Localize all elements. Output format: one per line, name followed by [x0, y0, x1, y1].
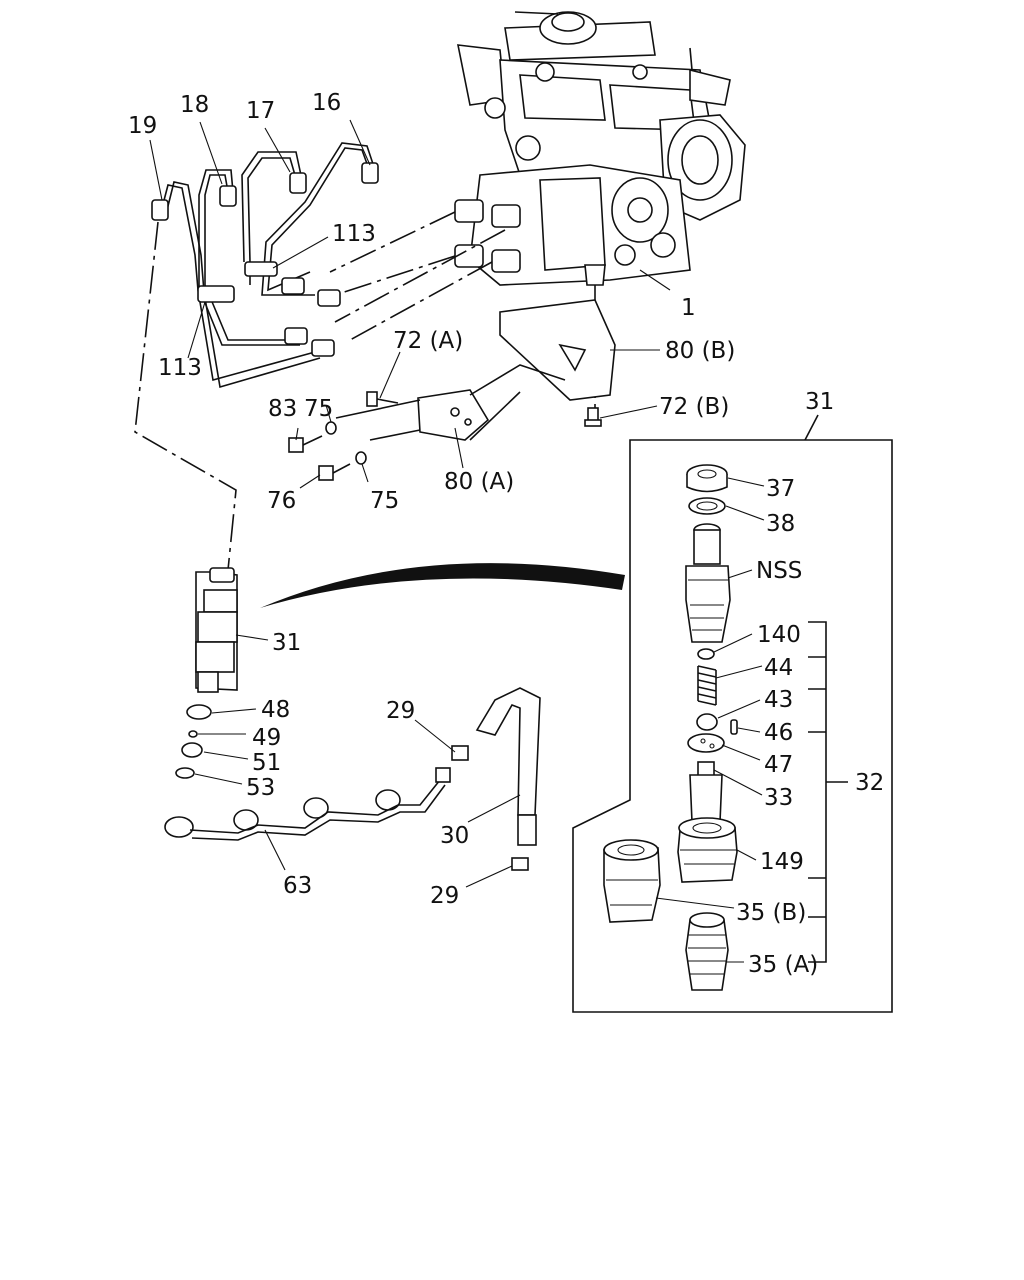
label-35b: 35 (B) [736, 900, 806, 926]
label-53: 53 [246, 775, 275, 801]
label-31-detail: 31 [805, 389, 834, 415]
label-72a: 72 (A) [393, 328, 463, 354]
label-63: 63 [283, 873, 312, 899]
label-37: 37 [766, 476, 795, 502]
label-75-upper: 75 [304, 396, 333, 422]
leak-off-pipe [164, 687, 541, 871]
label-80b: 80 (B) [665, 338, 735, 364]
label-30: 30 [440, 823, 469, 849]
label-140: 140 [757, 622, 801, 648]
label-16: 16 [312, 90, 341, 116]
label-1: 1 [681, 295, 696, 321]
label-47: 47 [764, 752, 793, 778]
label-18: 18 [180, 92, 209, 118]
label-nss: NSS [756, 558, 802, 584]
label-80a: 80 (A) [444, 469, 514, 495]
pipe-to-injector-guide [134, 221, 237, 571]
label-19: 19 [128, 113, 157, 139]
bracket-assembly [288, 299, 616, 481]
group-32-bracket [808, 621, 848, 963]
injector-nozzle [175, 567, 238, 779]
detail-parts [603, 464, 738, 991]
label-29-upper: 29 [386, 698, 415, 724]
label-38: 38 [766, 511, 795, 537]
label-49: 49 [252, 725, 281, 751]
label-43: 43 [764, 687, 793, 713]
label-33: 33 [764, 785, 793, 811]
leader-lines [149, 119, 765, 963]
label-17: 17 [246, 98, 275, 124]
label-72b: 72 (B) [659, 394, 729, 420]
injection-pump-assembly [454, 11, 746, 286]
label-29-lower: 29 [430, 883, 459, 909]
label-76: 76 [267, 488, 296, 514]
label-32: 32 [855, 770, 884, 796]
label-83: 83 [268, 396, 297, 422]
label-113-upper: 113 [332, 221, 376, 247]
label-46: 46 [764, 720, 793, 746]
label-149: 149 [760, 849, 804, 875]
label-44: 44 [764, 655, 793, 681]
detail-box [572, 414, 893, 1013]
detail-pointer-arc [260, 563, 625, 608]
label-31-injector: 31 [272, 630, 301, 656]
label-48: 48 [261, 697, 290, 723]
label-75-lower: 75 [370, 488, 399, 514]
injection-pipes [151, 142, 379, 389]
part-labels: 1 16 17 18 19 113 113 72 (A) 80 (B) 72 (… [128, 90, 884, 978]
label-113-lower: 113 [158, 355, 202, 381]
label-51: 51 [252, 750, 281, 776]
label-35a: 35 (A) [748, 952, 818, 978]
